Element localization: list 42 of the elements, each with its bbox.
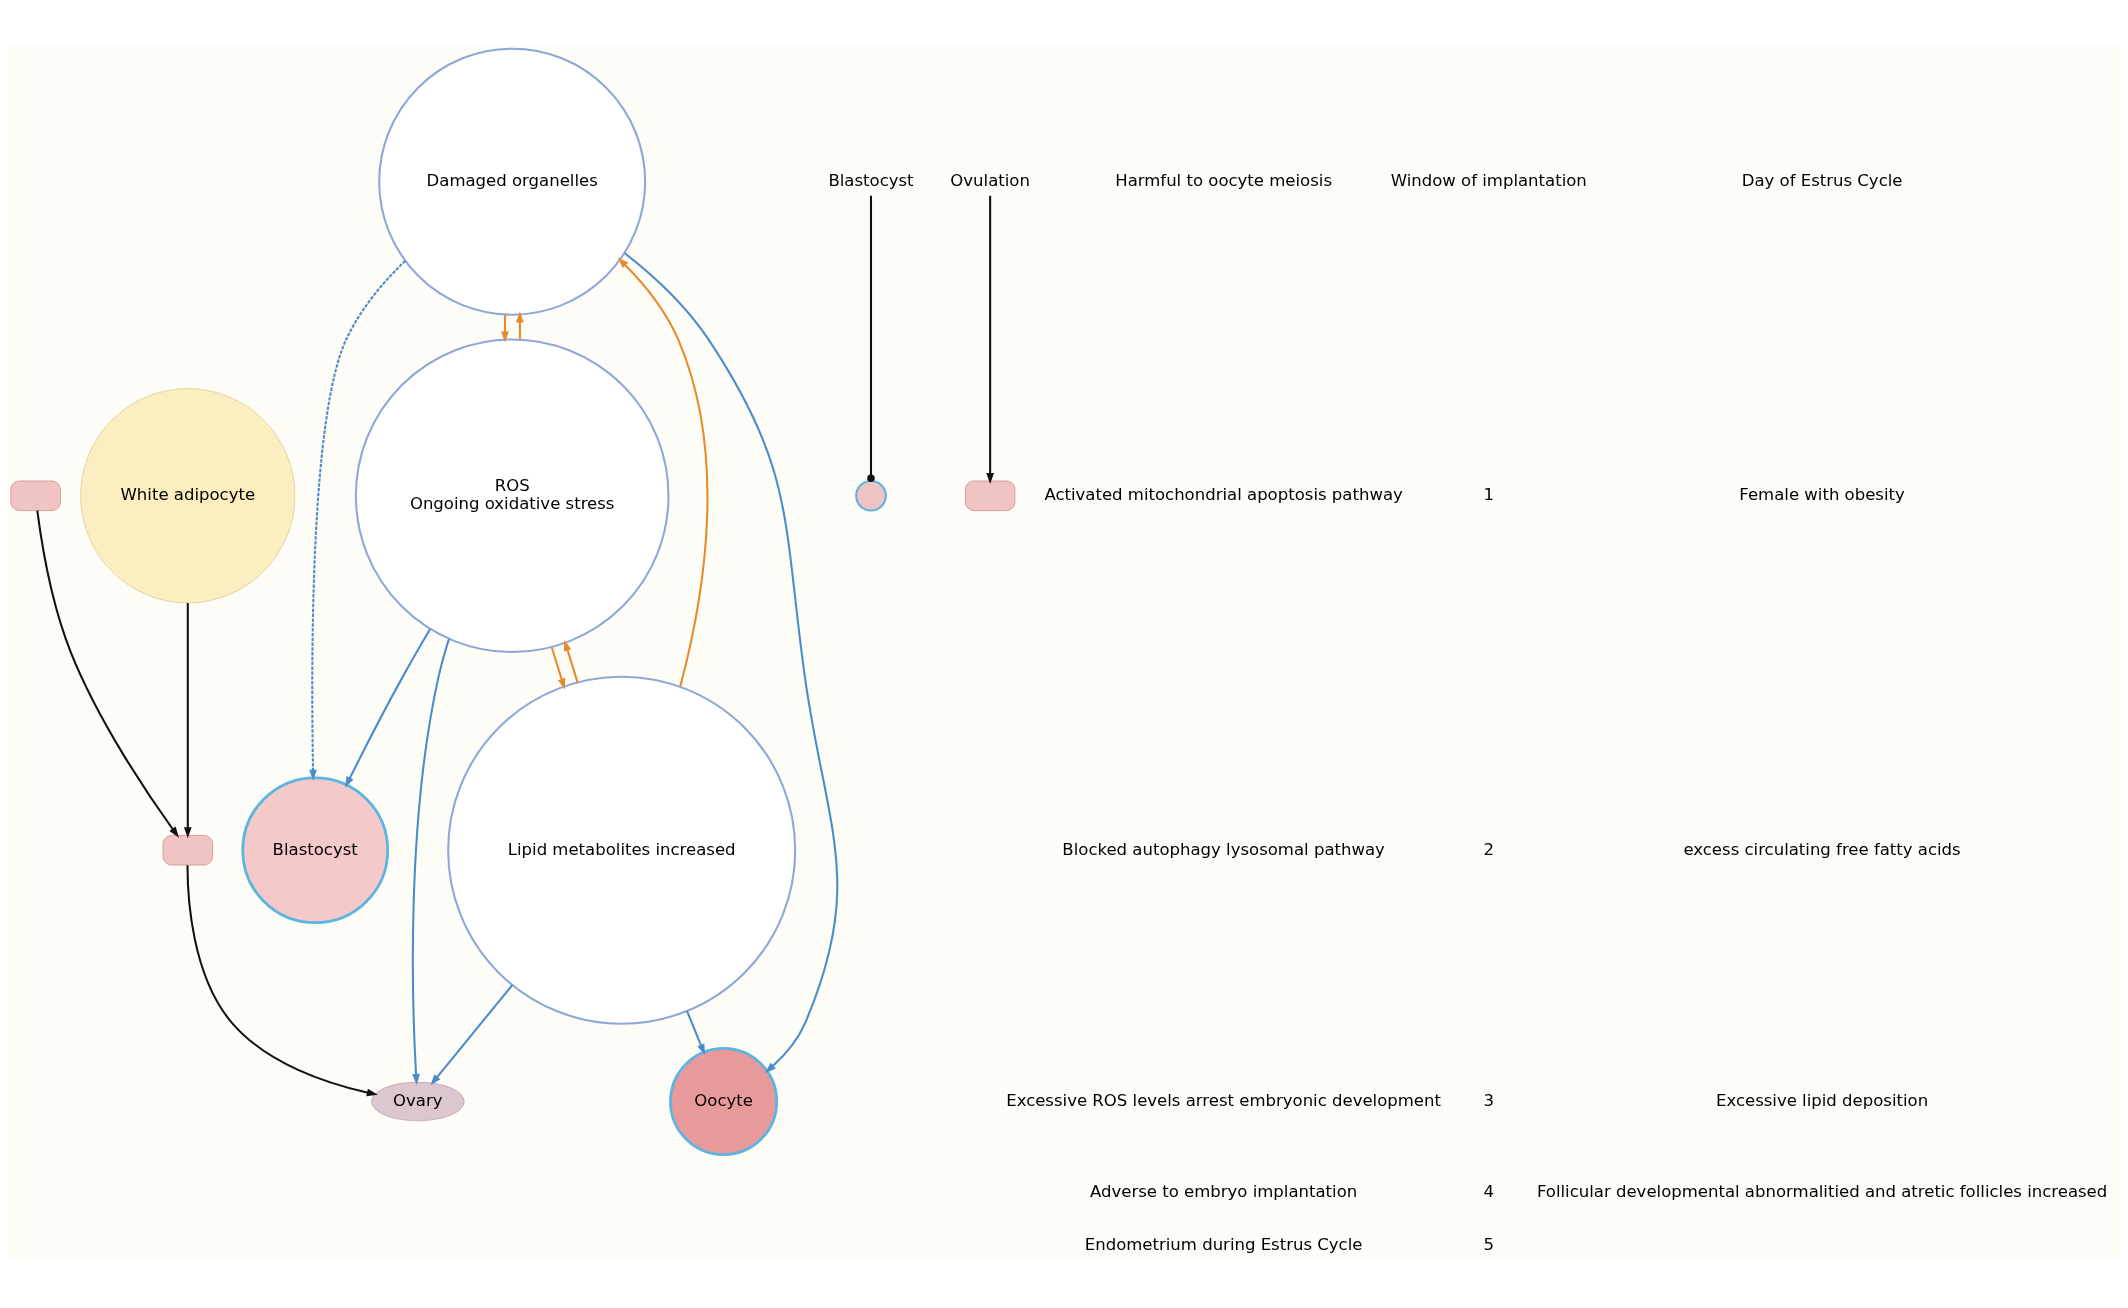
- label: 2: [1483, 839, 1495, 859]
- label: Activated mitochondrial apoptosis pathway: [1044, 485, 1403, 505]
- node-ellipse: Ovary: [371, 1081, 465, 1122]
- label: excess circulating free fatty acids: [1683, 839, 1961, 859]
- arrow: [986, 195, 994, 485]
- label: Window of implantation: [1390, 170, 1587, 190]
- arrow: [186, 865, 378, 1097]
- node-text: Blastocyst: [828, 170, 914, 190]
- arrow: [430, 984, 514, 1086]
- label: Female with obesity: [1739, 485, 1905, 505]
- node-circle: Damaged organelles: [378, 47, 647, 316]
- node-box: [162, 835, 213, 866]
- label: Harmful to oocyte meiosis: [1115, 170, 1332, 190]
- arrow: [309, 260, 406, 781]
- arrow: [183, 603, 192, 839]
- node-text: Ovulation: [950, 170, 1030, 190]
- label: 5: [1483, 1234, 1495, 1254]
- node-circle: [855, 479, 887, 512]
- node-circle: White adipocyte: [80, 388, 296, 604]
- arrow: [617, 257, 709, 688]
- arrow: [516, 311, 524, 340]
- label: Blocked autophagy lysosomal pathway: [1062, 839, 1385, 859]
- arrow: [623, 252, 839, 1074]
- arrow: [411, 638, 450, 1086]
- label: Follicular developmental abnormalitied and atretic follicles increased: [1536, 1182, 2108, 1202]
- label: Excessive lipid deposition: [1715, 1090, 1929, 1110]
- label: 1: [1483, 485, 1495, 505]
- node-box: [965, 480, 1016, 511]
- node-box: [10, 480, 61, 511]
- label: Endometrium during Estrus Cycle: [1084, 1234, 1363, 1254]
- label: Excessive ROS levels arrest embryonic development: [1006, 1090, 1441, 1110]
- arrow: [345, 628, 432, 788]
- connector: [867, 195, 875, 482]
- label: Day of Estrus Cycle: [1741, 170, 1903, 190]
- label: Adverse to embryo implantation: [1089, 1182, 1358, 1202]
- label: 3: [1483, 1090, 1495, 1110]
- arrow: [686, 1010, 705, 1056]
- arrow: [501, 314, 509, 343]
- arrow: [36, 510, 179, 838]
- arrow: [563, 639, 579, 683]
- label: 4: [1483, 1182, 1495, 1202]
- arrow: [550, 646, 566, 690]
